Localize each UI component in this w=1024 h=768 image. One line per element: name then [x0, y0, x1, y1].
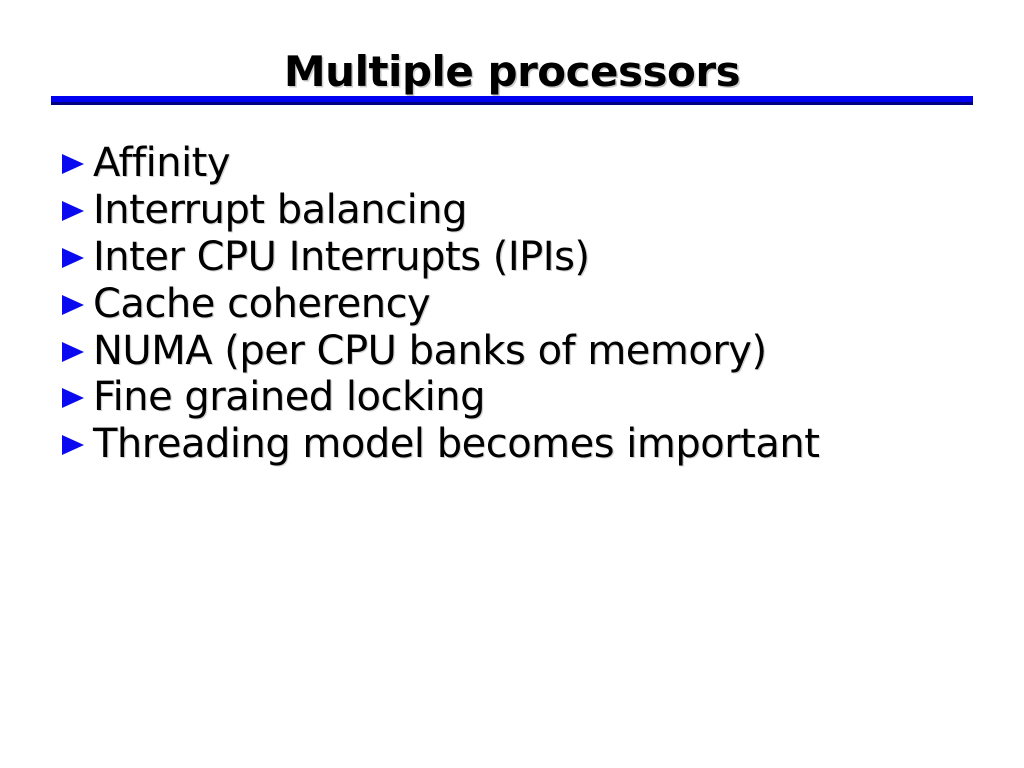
bullet-item: Threading model becomes important	[62, 421, 820, 468]
bullet-text: Inter CPU Interrupts (IPIs)	[93, 233, 590, 280]
bullet-item: Fine grained locking	[62, 374, 819, 421]
bullet-triangle-icon	[62, 388, 84, 409]
bullet-item: Cache coherency	[62, 280, 819, 327]
bullet-text: Threading model becomes important	[93, 421, 820, 468]
bullet-text: Fine grained locking	[93, 374, 486, 421]
bullet-item: NUMA (per CPU banks of memory)	[62, 327, 819, 374]
bullet-triangle-icon	[62, 435, 84, 456]
title-underline-rule	[51, 96, 973, 105]
bullet-triangle-icon	[62, 154, 84, 175]
bullet-text: Cache coherency	[93, 280, 431, 327]
bullet-item: Interrupt balancing	[62, 187, 819, 234]
bullet-text: Interrupt balancing	[93, 187, 468, 234]
bullet-triangle-icon	[62, 341, 84, 362]
bullet-list: Affinity Interrupt balancing Inter CPU I…	[62, 140, 820, 468]
bullet-text: Affinity	[93, 140, 231, 187]
bullet-item: Affinity	[62, 140, 819, 187]
bullet-item: Inter CPU Interrupts (IPIs)	[62, 234, 819, 281]
bullet-triangle-icon	[62, 294, 84, 315]
bullet-triangle-icon	[62, 247, 84, 268]
bullet-text: NUMA (per CPU banks of memory)	[93, 327, 767, 374]
bullet-triangle-icon	[62, 201, 84, 222]
slide-title: Multiple processors	[283, 47, 741, 96]
